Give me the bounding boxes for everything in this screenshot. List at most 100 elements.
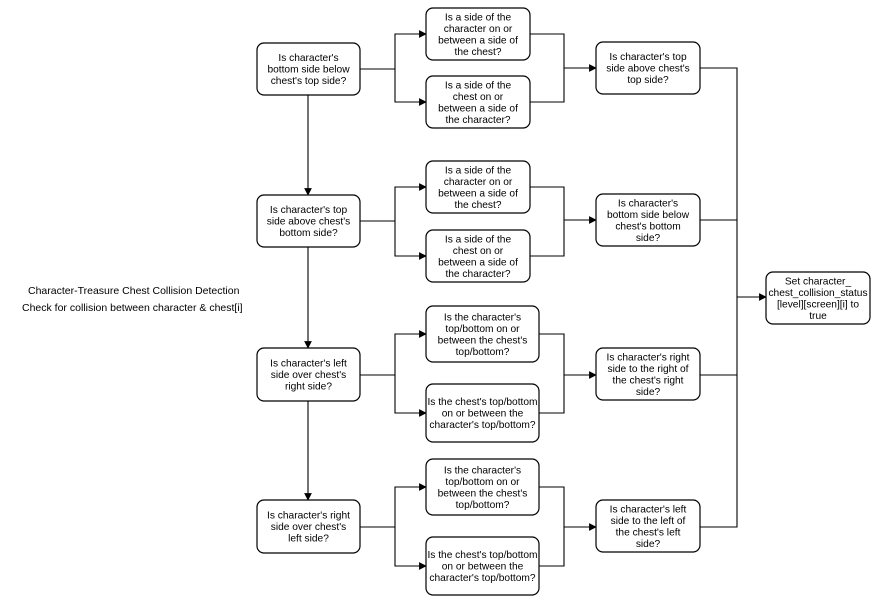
node-label-line: top/bottom on or [445, 324, 520, 335]
node-label-line: true [809, 311, 827, 322]
edge-q1-b1 [394, 69, 427, 106]
edge-c1-result [700, 67, 738, 297]
node-label-line: the chest's left [616, 527, 681, 538]
node-box [595, 41, 701, 95]
node-label-line: character's top/bottom? [429, 420, 535, 431]
node-label-line: on or between the [442, 409, 524, 420]
node-label-line: Is a side of the [445, 12, 512, 23]
node-label-line: Is character's right [267, 511, 350, 522]
node-box [425, 229, 531, 283]
node-box [425, 7, 531, 61]
node-label-line: chest's top side? [271, 76, 347, 87]
node-label-line: the character? [445, 269, 510, 280]
node-label-line: Set character_ [785, 276, 852, 287]
node-box [765, 271, 871, 325]
node-label-line: chest on or [453, 246, 504, 257]
edge-q4-b4 [394, 527, 427, 570]
node-box [425, 383, 540, 443]
node-label-line: side to the left of [611, 516, 686, 527]
node-label-line: the chest's right [612, 375, 683, 386]
node-label-line: between a side of [438, 103, 518, 114]
node-label-line: top/bottom on or [445, 477, 520, 488]
node-label-line: side over chest's [271, 522, 347, 533]
node-label-line: Is character's [278, 53, 338, 64]
node-label-line: Is a side of the [445, 80, 512, 91]
node-label-line: the character? [445, 115, 510, 126]
edge-b1-c1 [530, 68, 565, 103]
node-box [256, 347, 361, 402]
edge-b3-c3 [539, 375, 565, 414]
node-box [256, 42, 361, 96]
node-label-line: side? [636, 233, 661, 244]
node-label-line: chest's bottom [615, 221, 680, 232]
node-label-line: Is a side of the [445, 234, 512, 245]
node-label-line: between the chest's [438, 335, 528, 346]
edge-q1-a1 [360, 30, 427, 70]
node-label-line: left side? [288, 534, 329, 545]
node-label-line: Is character's [618, 198, 678, 209]
diagram-title: Character-Treasure Chest Collision Detec… [28, 285, 240, 297]
node-label-line: Is character's top [609, 52, 687, 63]
node-label-line: side over chest's [271, 370, 347, 381]
node-label-line: between a side of [438, 257, 518, 268]
node-box [425, 458, 540, 516]
edge-b4-c4 [539, 527, 565, 567]
node-box [425, 536, 540, 596]
edges [304, 30, 767, 570]
node-label-line: Is character's left [610, 504, 687, 515]
node-label-line: side? [636, 539, 661, 550]
node-label-line: [level][screen][i] to [777, 299, 859, 310]
node-label-line: between a side of [438, 188, 518, 199]
node-box [595, 499, 701, 553]
node-label-line: Is the chest's top/bottom [427, 397, 537, 408]
node-box [256, 194, 361, 248]
node-box [595, 193, 701, 247]
node-box [425, 75, 531, 129]
node-label-line: between a side of [438, 35, 518, 46]
node-box [425, 305, 540, 363]
node-label-line: character on or [444, 24, 513, 35]
node-label: Set character_chest_collision_status[lev… [768, 276, 867, 322]
node-label-line: the chest? [454, 200, 501, 211]
node-label-line: side? [636, 387, 661, 398]
node-label-line: bottom side below [607, 210, 690, 221]
diagram-subtitle: Check for collision between character & … [22, 302, 243, 314]
node-label-line: right side? [285, 382, 332, 393]
node-label-line: Is the chest's top/bottom [427, 550, 537, 561]
node-label-line: Is the character's [444, 465, 521, 476]
node-label-line: Is character's top [270, 205, 348, 216]
node-label-line: the chest? [454, 47, 501, 58]
node-label-line: Is character's right [607, 352, 690, 363]
edge-q3-a3 [360, 330, 427, 376]
edge-q2-b2 [394, 221, 427, 260]
edge-a1-c1 [530, 33, 597, 72]
node-box [256, 499, 361, 554]
